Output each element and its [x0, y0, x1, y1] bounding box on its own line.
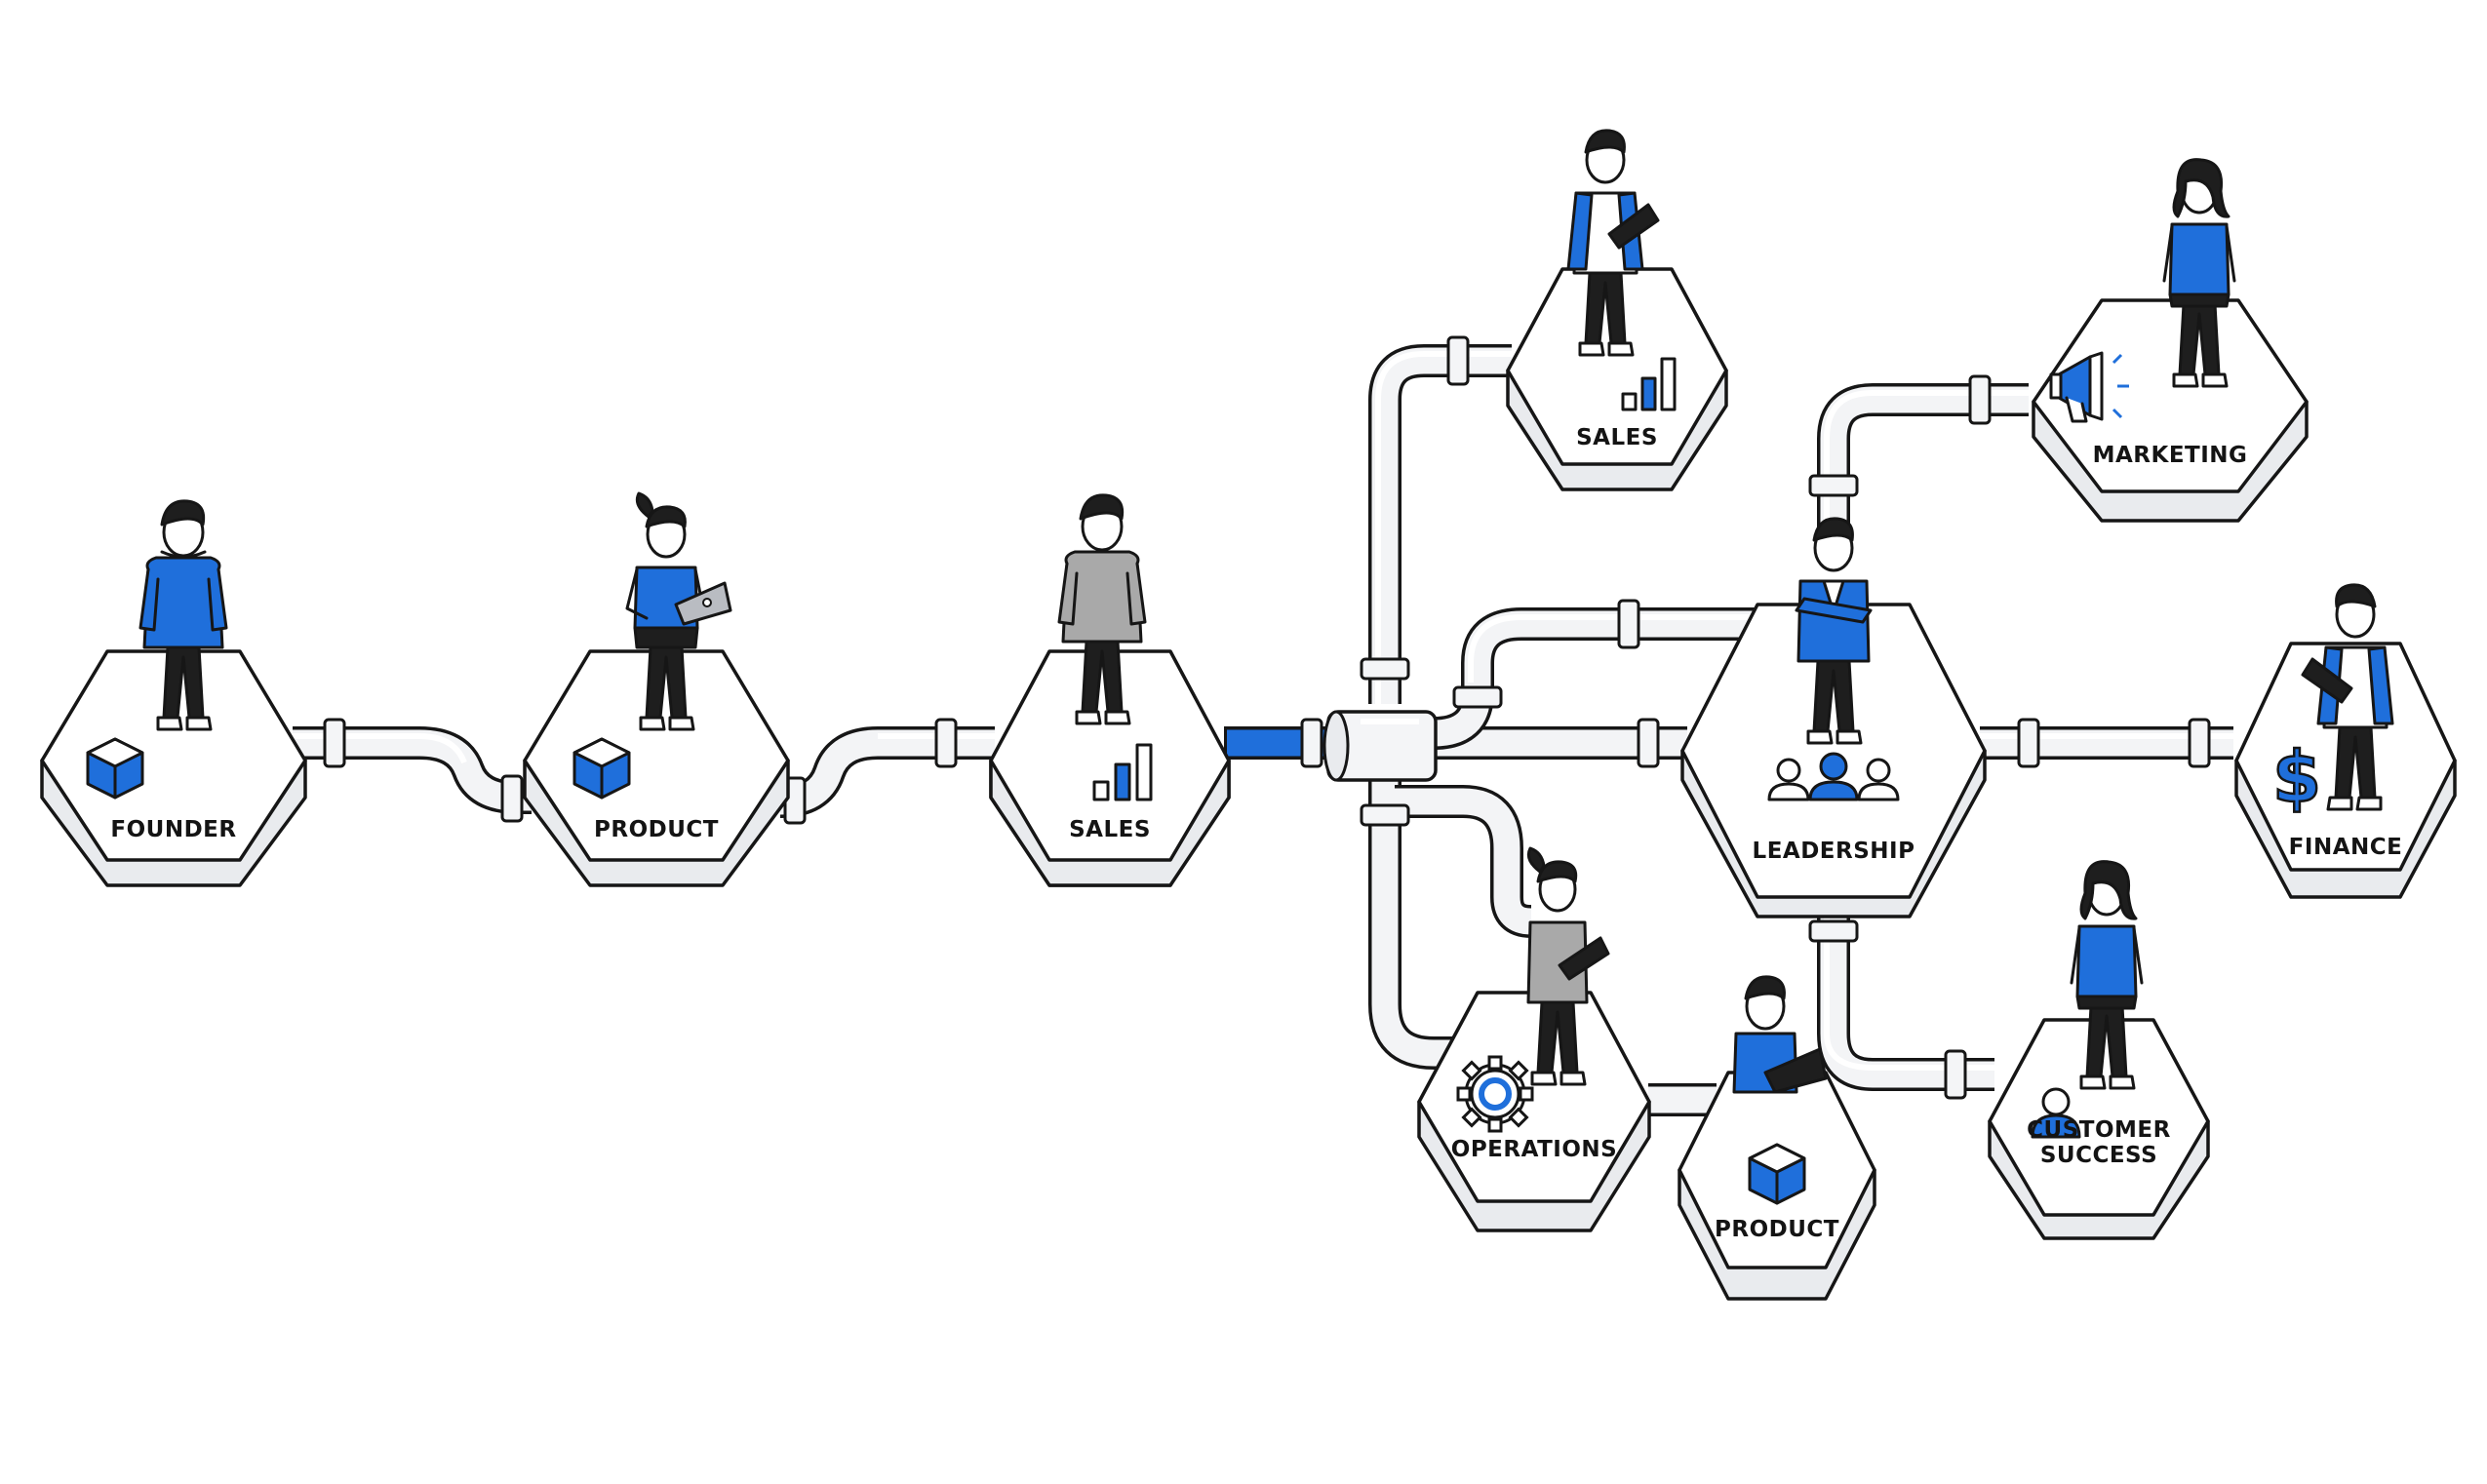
node-label: SALES: [1576, 425, 1658, 450]
bar-chart-icon: [1621, 357, 1677, 411]
node-product-2[interactable]: PRODUCT: [1678, 975, 1876, 1301]
pipe-leadership-marketing: [1817, 383, 2029, 536]
cube-icon: [572, 737, 631, 800]
bar-chart-icon: [1092, 743, 1153, 801]
node-customer-success[interactable]: CUSTOMER SUCCESS: [1988, 862, 2210, 1240]
team-icon: [1767, 752, 1900, 801]
node-label: FOUNDER: [110, 817, 236, 842]
pipe-junction-operations: [1368, 780, 1533, 1070]
pipe-network: [293, 335, 2233, 1116]
cube-icon: [86, 737, 144, 800]
node-label: MARKETING: [2093, 443, 2248, 468]
node-label-line-1: CUSTOMER: [2027, 1117, 2171, 1143]
node-label: PRODUCT: [1715, 1217, 1839, 1242]
node-product-1[interactable]: PRODUCT: [523, 493, 790, 887]
user-icon: [2031, 1087, 2081, 1139]
pipe-junction-hub: [1322, 710, 1438, 782]
node-operations[interactable]: OPERATIONS: [1417, 848, 1651, 1232]
node-label: LEADERSHIP: [1753, 839, 1915, 864]
node-finance[interactable]: $ FINANCE: [2234, 585, 2457, 899]
megaphone-icon: [2049, 351, 2129, 423]
node-label: OPERATIONS: [1451, 1137, 1617, 1162]
node-label: FINANCE: [2289, 835, 2403, 860]
gear-icon: [1456, 1055, 1534, 1133]
cube-icon: [1748, 1143, 1806, 1205]
pipe-leadership-customer-success: [1817, 897, 1994, 1091]
node-label-line-2: SUCCESS: [2040, 1143, 2157, 1168]
node-label: PRODUCT: [594, 817, 719, 842]
svg-text:$: $: [2272, 736, 2321, 818]
person-with-laptop: [1732, 975, 1828, 1094]
node-marketing[interactable]: MARKETING: [2032, 160, 2309, 523]
pipe-junction-sales2: [1368, 344, 1512, 704]
node-leadership[interactable]: LEADERSHIP: [1680, 519, 1987, 918]
node-founder[interactable]: FOUNDER: [40, 501, 307, 887]
node-sales-2[interactable]: SALES: [1506, 131, 1728, 491]
dollar-icon: $: [2271, 735, 2323, 820]
pipe-product-sales: [779, 726, 995, 818]
node-sales-1[interactable]: SALES: [989, 495, 1231, 887]
node-label: SALES: [1069, 817, 1151, 842]
